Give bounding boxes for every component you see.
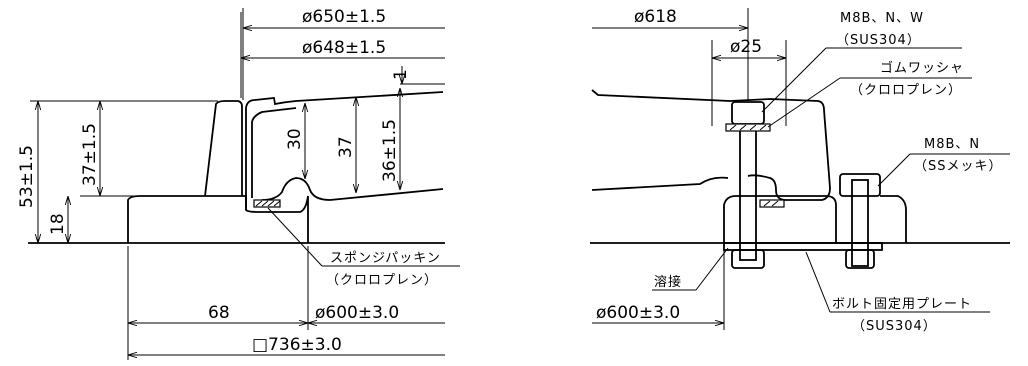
callout-plate-2: （SUS304） xyxy=(852,319,937,334)
left-section-view: ø650±1.5 ø648±1.5 1 53±1.5 18 37±1.5 30 … xyxy=(17,7,460,360)
right-base-frame xyxy=(723,195,837,243)
left-outer-wall xyxy=(204,100,243,197)
callout-bolt-right-2: （SSメッキ） xyxy=(914,159,1003,174)
callout-weld: 溶接 xyxy=(654,274,682,290)
callout-plate-1: ボルト固定用プレート xyxy=(832,297,972,312)
callout-sponge-line2: （クロロプレン） xyxy=(326,273,438,288)
right-base-ext xyxy=(880,195,907,243)
left-lid-lower-curve xyxy=(261,177,444,201)
bolt-fixing-plate xyxy=(723,242,883,251)
left-lid-profile xyxy=(245,91,444,210)
dim-h37b: 37 xyxy=(336,136,356,158)
rubber-washer xyxy=(725,123,771,132)
dim-h53: 53±1.5 xyxy=(17,145,37,208)
right-sponge-packing xyxy=(759,199,785,208)
right-lid-profile xyxy=(591,89,831,201)
dim-h36: 36±1.5 xyxy=(380,119,400,182)
dim-w68: 68 xyxy=(208,303,230,323)
right-bolt-nut-bottom xyxy=(845,249,875,269)
dim-d600: ø600±3.0 xyxy=(315,303,399,323)
right-lid-bottom xyxy=(591,176,729,191)
dim-one: 1 xyxy=(391,69,411,80)
dim-d648: ø648±1.5 xyxy=(302,38,386,58)
callout-bolt-top-1: M8B、N、W xyxy=(840,11,924,26)
left-bolt-shaft xyxy=(739,129,757,261)
dim-d650: ø650±1.5 xyxy=(302,7,386,27)
dim-d25: ø25 xyxy=(730,37,762,57)
callout-sponge-line1: スポンジパッキン xyxy=(330,251,441,266)
left-base-frame xyxy=(127,195,309,243)
dim-sq736: □736±3.0 xyxy=(252,335,342,355)
dim-h30: 30 xyxy=(285,128,305,150)
callout-bolt-top-2: （SUS304） xyxy=(836,33,921,48)
right-section-view: ø618 ø25 ø600±3.0 M8B、N、W （SUS304） ゴムワッシ… xyxy=(590,7,1010,334)
dim-d618: ø618 xyxy=(634,7,677,27)
dim-d600-right: ø600±3.0 xyxy=(596,303,680,323)
left-sponge-packing xyxy=(253,199,281,208)
left-bolt-nut-top xyxy=(731,101,765,125)
left-bolt-nut-bottom xyxy=(731,249,765,269)
callout-rubber-1: ゴムワッシャ xyxy=(880,60,964,76)
callout-bolt-right-1: M8B、N xyxy=(924,137,980,152)
dim-h18: 18 xyxy=(48,213,68,235)
right-bolt-shaft xyxy=(851,179,869,267)
dim-h37: 37±1.5 xyxy=(80,123,100,186)
right-bolt-nut-top xyxy=(839,173,881,197)
callout-rubber-2: （クロロプレン） xyxy=(850,83,962,98)
left-lid-bottom xyxy=(251,107,297,198)
